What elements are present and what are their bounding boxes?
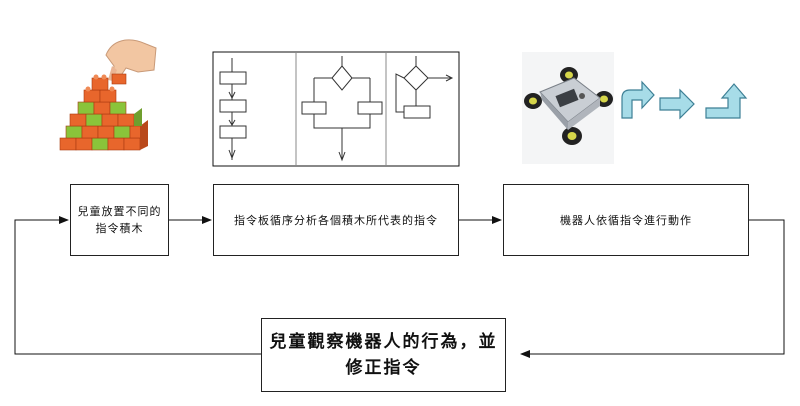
flowchart-image <box>212 51 460 167</box>
step-place-blocks: 兒童放置不同的 指令積木 <box>70 184 169 256</box>
arrow-robot-to-observe <box>520 219 785 358</box>
step-place-blocks-line2: 指令積木 <box>95 222 144 235</box>
step-observe-correct-line2: 修正指令 <box>345 358 422 378</box>
step-observe-correct-line1: 兒童觀察機器人的行為，並 <box>269 332 498 352</box>
step-observe-correct: 兒童觀察機器人的行為，並 修正指令 <box>261 318 506 392</box>
step-place-blocks-line1: 兒童放置不同的 <box>77 205 162 218</box>
step-robot-act-text: 機器人依循指令進行動作 <box>560 213 692 227</box>
turn-left-arrow-icon <box>705 83 748 119</box>
step-board-analyze: 指令板循序分析各個積木所代表的指令 <box>213 184 459 256</box>
arrow-observe-to-blocks <box>14 216 261 355</box>
turn-right-arrow-icon <box>621 80 655 119</box>
hand-with-blocks-image <box>59 39 157 151</box>
step-board-analyze-text: 指令板循序分析各個積木所代表的指令 <box>234 213 438 227</box>
step-robot-act: 機器人依循指令進行動作 <box>503 184 749 256</box>
robot-car-image <box>522 52 614 164</box>
flow-connectors <box>14 216 785 358</box>
forward-arrow-icon <box>659 88 695 120</box>
